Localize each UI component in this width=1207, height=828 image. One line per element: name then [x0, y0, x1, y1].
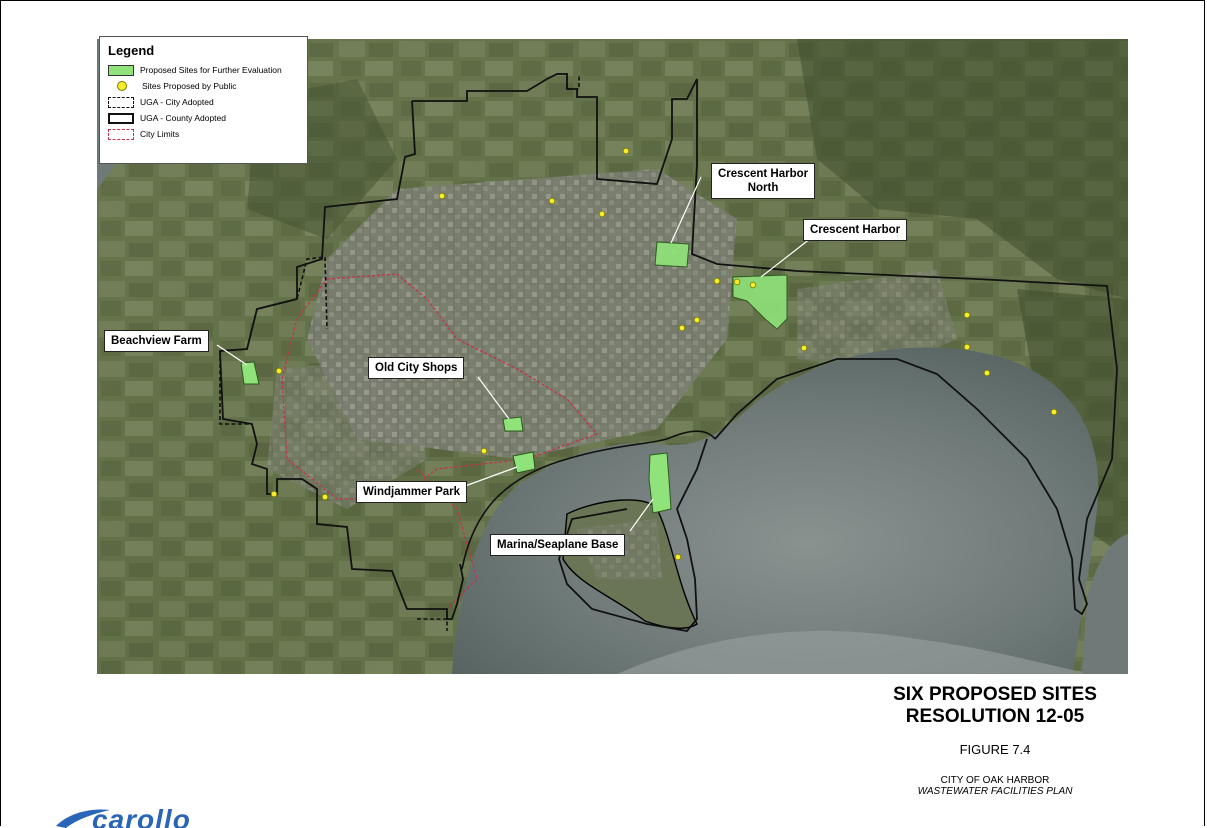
legend-item-label: Proposed Sites for Further Evaluation	[140, 65, 282, 75]
urban-sw	[267, 359, 427, 509]
public-site-dot[interactable]	[321, 493, 329, 501]
public-site-dot[interactable]	[438, 192, 446, 200]
green-area-swatch	[108, 64, 134, 76]
uga-county-west	[219, 100, 464, 620]
public-site-dot[interactable]	[598, 210, 606, 218]
leader-lines	[216, 176, 816, 532]
site-marina-seaplane-base[interactable]	[648, 452, 672, 514]
dashed-box-swatch	[108, 96, 134, 108]
client-block: CITY OF OAK HARBOR WASTEWATER FACILITIES…	[845, 775, 1145, 797]
shoreline-boundary	[461, 430, 716, 570]
label-marina-seaplane-base[interactable]: Marina/Seaplane Base	[490, 534, 626, 556]
site-crescent-harbor-north[interactable]	[654, 241, 690, 268]
uga-county-line	[412, 73, 1118, 632]
east-water	[1082, 534, 1128, 674]
label-beachview-farm[interactable]: Beachview Farm	[104, 330, 209, 352]
public-site-dot[interactable]	[622, 147, 630, 155]
public-site-dot[interactable]	[800, 344, 808, 352]
label-old-city-shops[interactable]: Old City Shops	[368, 357, 465, 379]
public-site-dot[interactable]	[749, 281, 757, 289]
logo-swoosh-icon	[56, 809, 110, 828]
water-haze	[617, 631, 1097, 674]
urban-east	[797, 269, 957, 369]
public-site-dot[interactable]	[548, 197, 556, 205]
forest-ne	[797, 39, 1128, 299]
legend-item-uga-city: UGA - City Adopted	[108, 94, 299, 110]
figure-title-line1: SIX PROPOSED SITES	[893, 684, 1097, 705]
public-site-dot[interactable]	[275, 367, 283, 375]
site-beachview-farm[interactable]	[240, 361, 260, 385]
public-site-dot[interactable]	[480, 447, 488, 455]
plan-name: WASTEWATER FACILITIES PLAN	[917, 786, 1073, 797]
public-site-dot[interactable]	[270, 490, 278, 498]
public-site-dot[interactable]	[963, 343, 971, 351]
yellow-dot-icon	[117, 81, 127, 91]
public-site-dot[interactable]	[1050, 408, 1058, 416]
site-old-city-shops[interactable]	[502, 416, 524, 432]
carollo-logo: carollo	[52, 806, 272, 828]
legend-item-label: UGA - City Adopted	[140, 97, 214, 107]
legend-item-uga-county: UGA - County Adopted	[108, 110, 299, 126]
city-limits-south	[416, 468, 478, 610]
site-windjammer-park[interactable]	[512, 451, 536, 474]
public-site-dot[interactable]	[713, 277, 721, 285]
legend-item-proposed-sites: Proposed Sites for Further Evaluation	[108, 62, 299, 78]
red-dashed-swatch	[108, 128, 134, 140]
public-site-dot[interactable]	[674, 553, 682, 561]
solid-box-swatch	[108, 112, 134, 124]
label-crescent-harbor[interactable]: Crescent Harbor	[803, 219, 908, 241]
title-block: SIX PROPOSED SITES RESOLUTION 12-05 FIGU…	[845, 684, 1145, 797]
legend-item-label: Sites Proposed by Public	[142, 81, 237, 91]
map-legend: Legend Proposed Sites for Further Evalua…	[99, 36, 308, 164]
legend-title: Legend	[108, 43, 155, 58]
figure-number: FIGURE 7.4	[959, 742, 1031, 757]
site-crescent-harbor[interactable]	[732, 274, 788, 330]
public-site-dot[interactable]	[693, 316, 701, 324]
public-sites	[270, 147, 1058, 561]
urban-area	[307, 169, 737, 459]
legend-item-public-sites: Sites Proposed by Public	[108, 78, 299, 94]
legend-item-label: UGA - County Adopted	[140, 113, 226, 123]
logo-text: carollo	[92, 806, 191, 828]
public-site-dot[interactable]	[983, 369, 991, 377]
legend-item-label: City Limits	[140, 129, 180, 139]
client-name: CITY OF OAK HARBOR	[940, 775, 1050, 786]
public-site-dot[interactable]	[678, 324, 686, 332]
label-windjammer-park[interactable]: Windjammer Park	[356, 481, 468, 503]
public-site-dot[interactable]	[733, 278, 741, 286]
public-site-dot[interactable]	[963, 311, 971, 319]
legend-item-city-limits: City Limits	[108, 126, 299, 142]
figure-title-line2: RESOLUTION 12-05	[905, 706, 1085, 727]
label-crescent-harbor-north[interactable]: Crescent Harbor North	[711, 163, 816, 199]
uga-city-west-2	[219, 351, 252, 425]
